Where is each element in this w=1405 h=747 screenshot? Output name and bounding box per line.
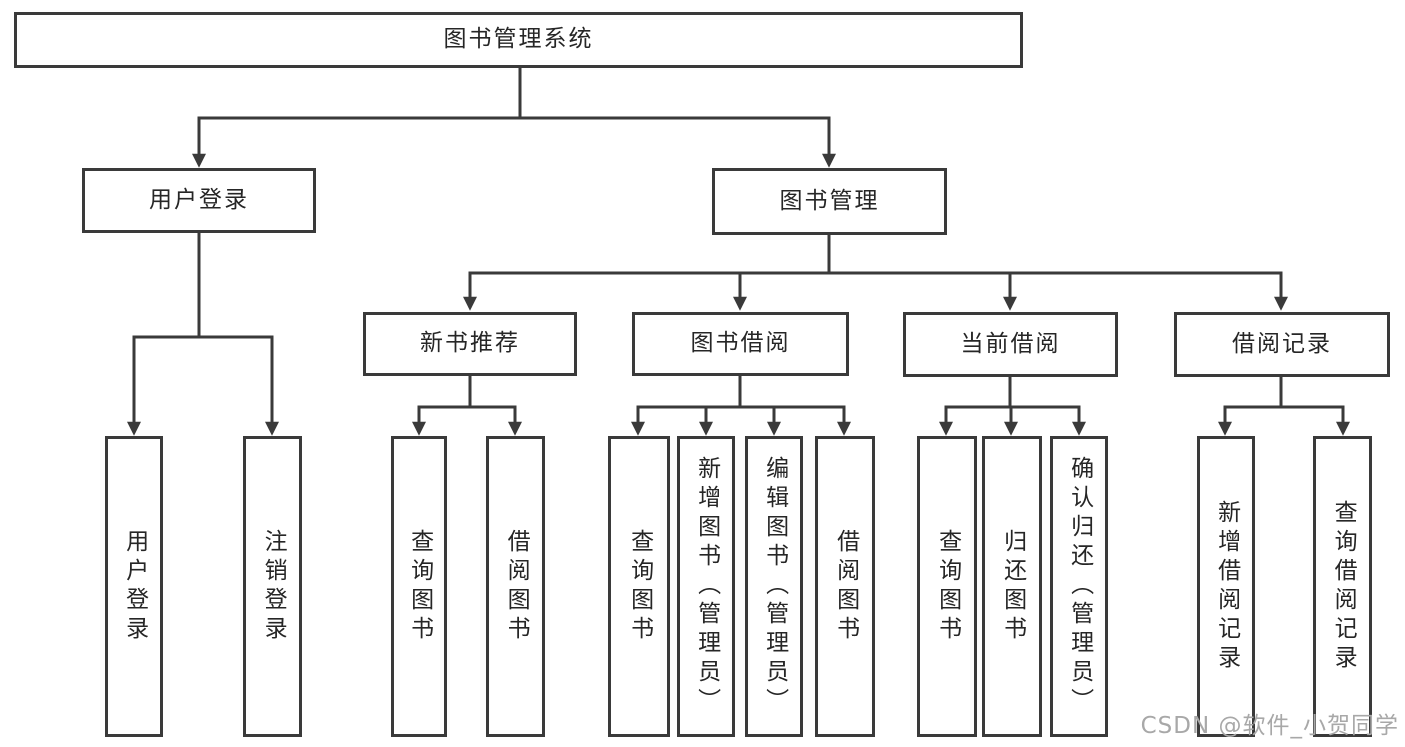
node-bb-edit-book-admin: 编辑图书（管理员） (745, 436, 803, 737)
node-br-add-record: 新增借阅记录 (1197, 436, 1255, 737)
node-bb-borrow-book: 借阅图书 (815, 436, 875, 737)
node-book-borrowing: 图书借阅 (632, 312, 849, 376)
node-br-query-record: 查询借阅记录 (1313, 436, 1372, 737)
node-bb-add-book-admin: 新增图书（管理员） (677, 436, 735, 737)
node-rec-borrow-book: 借阅图书 (486, 436, 545, 737)
node-bb-query-book: 查询图书 (608, 436, 670, 737)
node-user-login-leaf: 用户登录 (105, 436, 163, 737)
node-current-borrowing: 当前借阅 (903, 312, 1118, 377)
node-library-system: 图书管理系统 (14, 12, 1023, 68)
node-new-book-recommend: 新书推荐 (363, 312, 577, 376)
node-logout: 注销登录 (243, 436, 302, 737)
node-user-login: 用户登录 (82, 168, 316, 233)
node-cb-query-book: 查询图书 (917, 436, 977, 737)
node-book-management: 图书管理 (712, 168, 947, 235)
node-cb-confirm-return-admin: 确认归还（管理员） (1050, 436, 1108, 737)
node-rec-query-book: 查询图书 (391, 436, 447, 737)
node-borrowing-records: 借阅记录 (1174, 312, 1390, 377)
node-cb-return-book: 归还图书 (982, 436, 1042, 737)
csdn-watermark: CSDN @软件_小贺同学 (1140, 713, 1399, 739)
